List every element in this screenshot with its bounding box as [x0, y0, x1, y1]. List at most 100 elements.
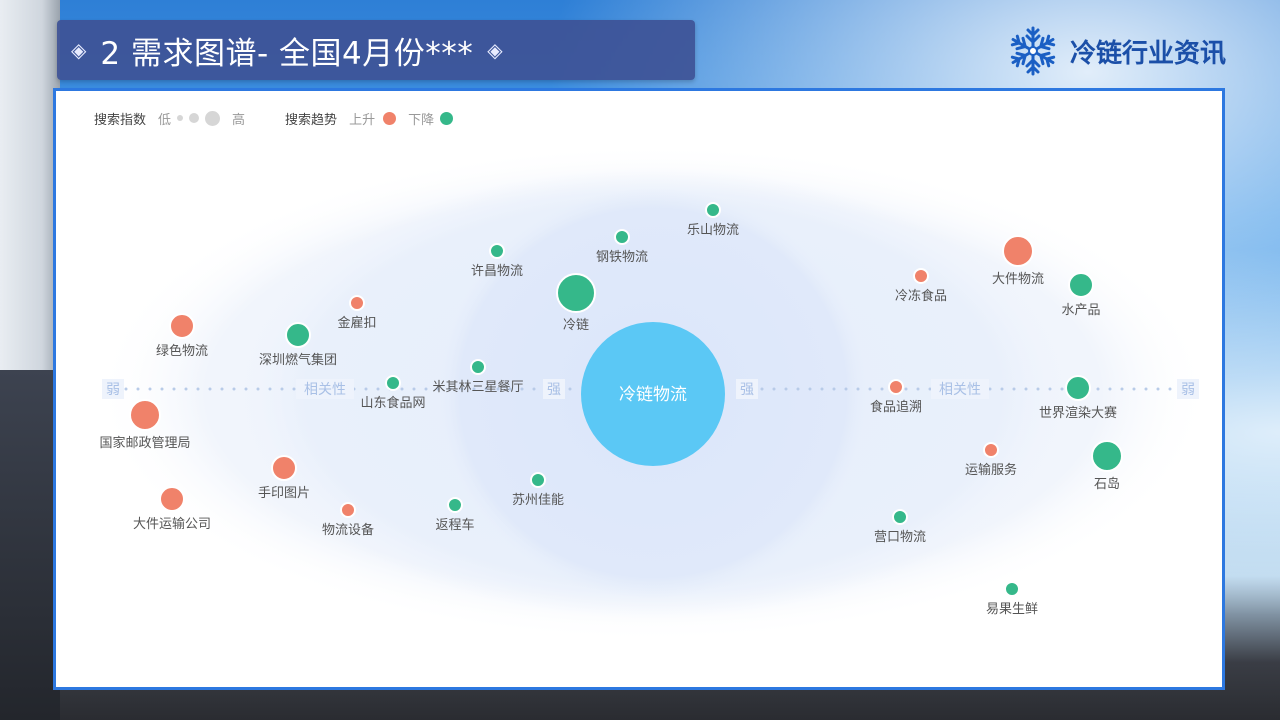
graph-node-bubble[interactable] — [705, 202, 721, 218]
graph-node-label[interactable]: 返程车 — [435, 517, 474, 533]
graph-node[interactable]: 乐山物流 — [687, 202, 739, 238]
graph-node-bubble[interactable] — [530, 472, 546, 488]
axis-dot — [184, 387, 188, 391]
brand-logo: 冷链行业资讯 — [1006, 22, 1268, 80]
axis-dot — [856, 387, 860, 391]
graph-node-bubble[interactable] — [285, 322, 311, 348]
axis-dot — [280, 387, 284, 391]
graph-node-bubble[interactable] — [983, 442, 999, 458]
axis-relevance-left-label-bg — [296, 379, 354, 399]
graph-node[interactable]: 大件运输公司 — [133, 486, 211, 532]
graph-node[interactable]: 冷冻食品 — [895, 268, 947, 304]
snowflake-icon — [1008, 26, 1058, 76]
graph-node-bubble[interactable] — [1004, 581, 1020, 597]
graph-node-bubble[interactable] — [385, 375, 401, 391]
axis-dot — [916, 387, 920, 391]
graph-node-bubble[interactable] — [470, 359, 486, 375]
graph-node-label[interactable]: 绿色物流 — [156, 343, 208, 359]
graph-node-label[interactable]: 大件物流 — [992, 272, 1044, 287]
graph-node[interactable]: 世界渲染大赛 — [1039, 375, 1117, 421]
axis-dot — [928, 387, 932, 391]
graph-node[interactable]: 食品追溯 — [870, 379, 922, 415]
graph-node[interactable]: 运输服务 — [965, 442, 1017, 478]
axis-dot — [1060, 387, 1064, 391]
graph-node-bubble[interactable] — [913, 268, 929, 284]
graph-node[interactable]: 钢铁物流 — [596, 229, 648, 265]
graph-node-label[interactable]: 乐山物流 — [687, 223, 739, 238]
graph-node-bubble[interactable] — [271, 455, 297, 481]
legend-index-label: 搜索指数 — [94, 112, 147, 128]
graph-node-label[interactable]: 冷冻食品 — [895, 288, 947, 304]
graph-node-bubble[interactable] — [888, 379, 904, 395]
graph-node[interactable]: 易果生鲜 — [986, 581, 1038, 617]
axis-dot — [268, 387, 272, 391]
graph-node[interactable]: 大件物流 — [992, 235, 1044, 287]
center-node-label[interactable]: 冷链物流 — [619, 385, 687, 405]
graph-node-label[interactable]: 食品追溯 — [870, 399, 922, 415]
graph-node-bubble[interactable] — [169, 313, 195, 339]
graph-node-label[interactable]: 钢铁物流 — [596, 250, 648, 265]
graph-node-bubble[interactable] — [1065, 375, 1091, 401]
axis-dot — [496, 387, 500, 391]
graph-node-bubble[interactable] — [340, 502, 356, 518]
graph-node[interactable]: 物流设备 — [322, 502, 374, 538]
graph-node[interactable]: 山东食品网 — [360, 375, 426, 411]
graph-node-bubble[interactable] — [349, 295, 365, 311]
axis-dot — [904, 387, 908, 391]
graph-node-bubble[interactable] — [1091, 440, 1123, 472]
graph-node-label[interactable]: 深圳燃气集团 — [259, 352, 337, 368]
graph-node[interactable]: 深圳燃气集团 — [259, 322, 337, 368]
graph-node[interactable]: 苏州佳能 — [512, 472, 564, 508]
axis-strong-left-label: 强 — [547, 382, 561, 398]
graph-node-label[interactable]: 冷链 — [563, 318, 589, 333]
graph-node-bubble[interactable] — [489, 243, 505, 259]
graph-node[interactable]: 冷链 — [556, 273, 596, 333]
graph-node-bubble[interactable] — [556, 273, 596, 313]
axis-dot — [196, 387, 200, 391]
graph-node-bubble[interactable] — [447, 497, 463, 513]
axis-strong-left-label-bg — [543, 379, 565, 399]
graph-node[interactable]: 米其林三星餐厅 — [432, 359, 524, 395]
graph-node-label[interactable]: 手印图片 — [258, 486, 310, 501]
graph-node-label[interactable]: 许昌物流 — [471, 264, 523, 279]
graph-node[interactable]: 手印图片 — [258, 455, 310, 501]
page-title: 2 需求图谱- 全国4月份*** — [100, 35, 474, 72]
center-node-bubble[interactable] — [581, 322, 725, 466]
graph-node-label[interactable]: 米其林三星餐厅 — [432, 379, 523, 395]
graph-node-bubble[interactable] — [614, 229, 630, 245]
legend-down-dot — [440, 111, 454, 125]
graph-node-label[interactable]: 物流设备 — [322, 522, 374, 538]
graph-node[interactable]: 国家邮政管理局 — [99, 399, 191, 451]
axis-dot — [460, 387, 464, 391]
graph-node-bubble[interactable] — [129, 399, 161, 431]
graph-node-label[interactable]: 苏州佳能 — [512, 492, 564, 508]
graph-node-bubble[interactable] — [1068, 272, 1094, 298]
graph-node-label[interactable]: 山东食品网 — [360, 395, 425, 411]
graph-node-bubble[interactable] — [1002, 235, 1034, 267]
diamond-bullet-icon: ◈ — [487, 38, 503, 62]
graph-node-label[interactable]: 国家邮政管理局 — [99, 435, 190, 451]
graph-node[interactable]: 金雇扣 — [337, 295, 377, 331]
axis-dot — [244, 387, 248, 391]
graph-node-label[interactable]: 水产品 — [1061, 303, 1100, 318]
graph-node[interactable]: 绿色物流 — [156, 313, 208, 359]
graph-node-label[interactable]: 石岛 — [1094, 476, 1120, 492]
graph-node-label[interactable]: 运输服务 — [965, 462, 1017, 478]
legend: 搜索指数 低 高 搜索趋势 上升 下降 — [94, 108, 454, 128]
graph-node-bubble[interactable] — [892, 509, 908, 525]
graph-node[interactable]: 返程车 — [435, 497, 475, 533]
graph-node[interactable]: 石岛 — [1091, 440, 1123, 492]
graph-node-bubble[interactable] — [159, 486, 185, 512]
axis-relevance-right-label-bg — [931, 379, 989, 399]
graph-node[interactable]: 水产品 — [1061, 272, 1101, 318]
graph-node[interactable]: 许昌物流 — [471, 243, 523, 279]
graph-node-label[interactable]: 营口物流 — [874, 530, 926, 545]
graph-node[interactable]: 营口物流 — [874, 509, 926, 545]
graph-node-label[interactable]: 大件运输公司 — [133, 516, 211, 532]
axis-dot — [472, 387, 476, 391]
graph-node-label[interactable]: 世界渲染大赛 — [1039, 405, 1117, 421]
graph-node-label[interactable]: 易果生鲜 — [986, 602, 1038, 617]
axis-dot — [172, 387, 176, 391]
graph-node-label[interactable]: 金雇扣 — [337, 315, 376, 331]
axis-dot — [1048, 387, 1052, 391]
